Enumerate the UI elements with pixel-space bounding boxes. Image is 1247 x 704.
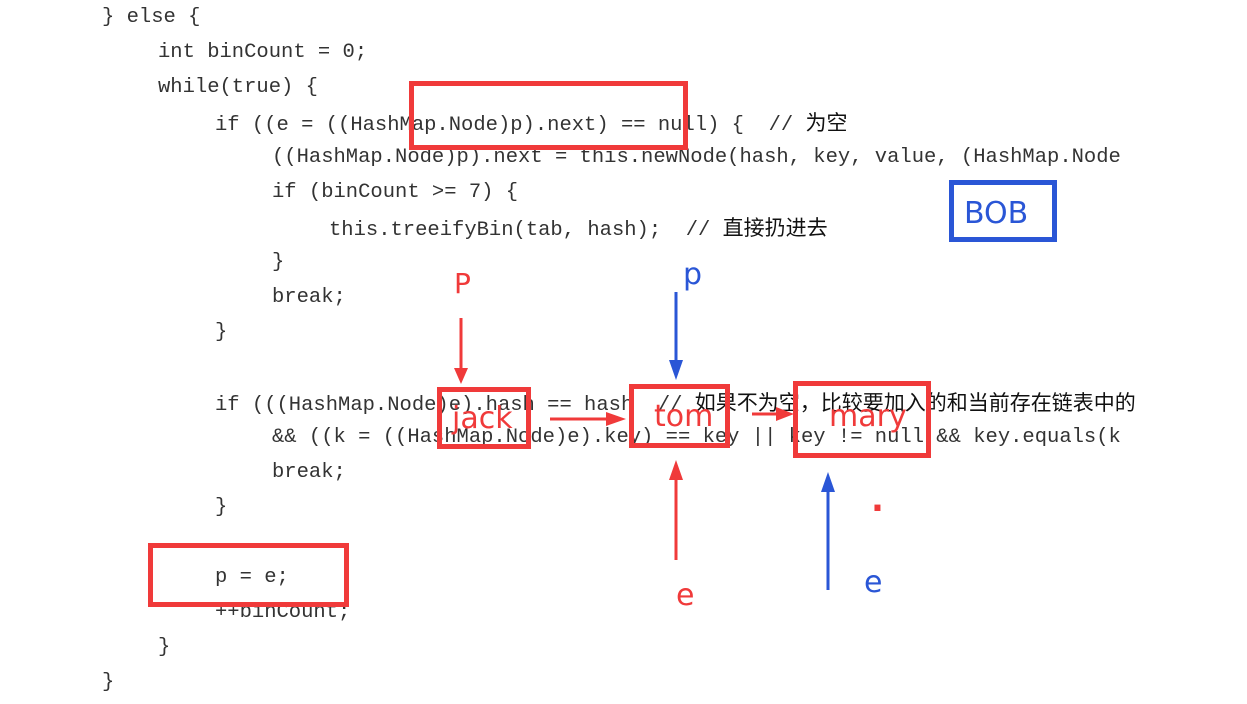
code-line-18: } bbox=[102, 671, 115, 694]
code-line-6: if (binCount >= 7) { bbox=[272, 181, 519, 204]
highlight-jack-box bbox=[437, 387, 531, 449]
node-label-P: P bbox=[454, 267, 471, 300]
code-comment-treeify: 直接扔进去 bbox=[722, 216, 828, 240]
code-line-14: } bbox=[215, 496, 228, 519]
code-line-11: if (((HashMap.Node)e).hash == hash // 如果… bbox=[215, 391, 1136, 418]
highlight-p-eq-e-box bbox=[148, 543, 349, 607]
highlight-next-box bbox=[409, 81, 688, 150]
code-line-5: ((HashMap.Node)p).next = this.newNode(ha… bbox=[272, 146, 1121, 169]
arrow-p-down bbox=[669, 292, 683, 380]
code-line-10: } bbox=[215, 321, 228, 344]
code-line-11-code: if (((HashMap.Node)e).hash == hash // bbox=[215, 394, 695, 417]
node-label-e-blue: e bbox=[864, 565, 883, 600]
code-line-13: break; bbox=[272, 461, 346, 484]
bob-box bbox=[949, 180, 1057, 242]
code-line-2: int binCount = 0; bbox=[158, 41, 368, 64]
code-comment-compare: 如果不为空，比较要加入的和当前存在链表中的 bbox=[694, 391, 1136, 415]
arrow-tom-to-mary bbox=[752, 407, 794, 421]
highlight-mary-box bbox=[793, 381, 931, 458]
node-label-mary: mary bbox=[829, 399, 907, 434]
arrow-jack-to-tom bbox=[550, 412, 626, 426]
code-line-4-code: if ((e = ((HashMap.Node)p).next) == null… bbox=[215, 114, 806, 137]
code-line-3: while(true) { bbox=[158, 76, 318, 99]
code-line-17: } bbox=[158, 636, 171, 659]
bob-label: BOB bbox=[964, 196, 1029, 231]
code-line-8: } bbox=[272, 251, 285, 274]
arrow-P-down bbox=[454, 318, 468, 384]
code-line-15: p = e; bbox=[215, 566, 289, 589]
node-label-e-red: e bbox=[676, 578, 695, 613]
code-line-7-code: this.treeifyBin(tab, hash); // bbox=[329, 219, 723, 242]
node-label-tom: tom bbox=[654, 399, 714, 434]
code-line-1: } else { bbox=[102, 6, 201, 29]
highlight-tom-box bbox=[629, 384, 730, 448]
code-line-4: if ((e = ((HashMap.Node)p).next) == null… bbox=[215, 111, 848, 138]
arrow-e-red-up bbox=[669, 460, 683, 560]
node-label-jack: jack bbox=[452, 401, 513, 436]
code-comment-empty: 为空 bbox=[805, 111, 848, 135]
code-line-9: break; bbox=[272, 286, 346, 309]
stray-dot: . bbox=[871, 480, 884, 520]
node-label-p: p bbox=[683, 257, 703, 292]
arrow-e-blue-up bbox=[821, 472, 835, 590]
code-line-7: this.treeifyBin(tab, hash); // 直接扔进去 bbox=[329, 216, 828, 243]
